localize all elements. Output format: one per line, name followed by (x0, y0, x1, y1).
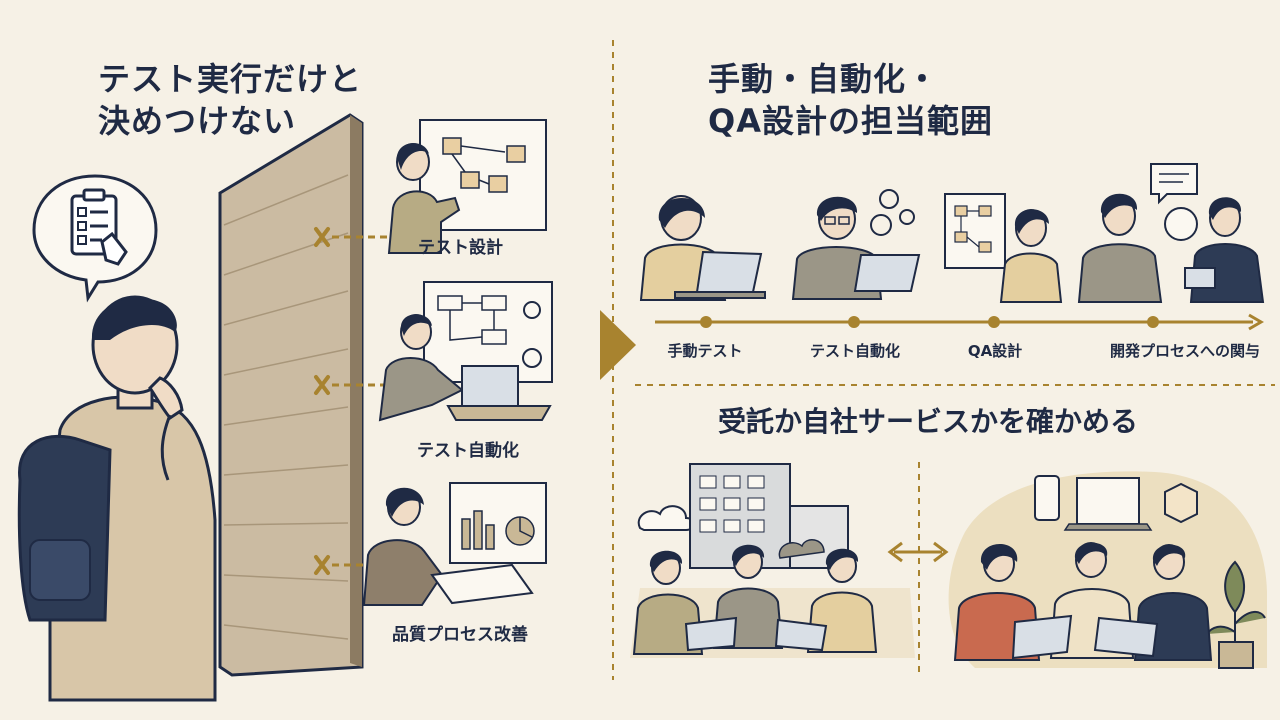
quality-improvement-illustration (362, 482, 547, 606)
manual-test-illustration (639, 195, 766, 301)
timeline-node (988, 316, 1000, 328)
role-label-quality-process: 品質プロセス改善 (392, 625, 528, 645)
horizontal-divider (635, 384, 1275, 386)
left-title: テスト実行だけと 決めつけない (98, 58, 362, 142)
test-automation-illustration (378, 281, 553, 422)
right-top-title-line1: 手動・自動化・ (708, 60, 940, 98)
compare-arrow-icon (887, 541, 949, 563)
left-title-line1: テスト実行だけと (98, 60, 363, 98)
play-arrow-icon (600, 310, 636, 380)
clipboard-bubble-icon (32, 174, 158, 303)
brick-wall-illustration (218, 113, 364, 677)
role-label-test-design: テスト設計 (418, 238, 503, 258)
timeline-line (655, 313, 1264, 331)
connector-lines (314, 227, 402, 575)
left-title-line2: 決めつけない (98, 102, 297, 140)
timeline-node (1147, 316, 1159, 328)
timeline-label-test-automation: テスト自動化 (809, 342, 901, 360)
timeline-node (700, 316, 712, 328)
test-design-illustration (387, 119, 547, 254)
right-bottom-title: 受託か自社サービスかを確かめる (718, 405, 1139, 438)
role-label-test-automation: テスト自動化 (417, 441, 519, 461)
timeline-label-qa-design: QA設計 (967, 342, 1023, 360)
qa-design-illustration (944, 193, 1063, 303)
timeline-label-dev-process: 開発プロセスへの関与 (1109, 342, 1261, 360)
contract-company-illustration (630, 463, 915, 658)
bottom-vertical-divider (918, 462, 920, 672)
right-top-title: 手動・自動化・ QA設計の担当範囲 (708, 58, 993, 142)
person-with-backpack-illustration (17, 295, 217, 702)
right-top-title-line2: QA設計の担当範囲 (708, 102, 993, 140)
timeline-label-manual-test: 手動テスト (667, 342, 743, 360)
in-house-service-illustration (948, 471, 1267, 669)
vertical-divider (612, 40, 614, 680)
automation-engineer-illustration (791, 189, 921, 300)
dev-process-illustration (1077, 163, 1265, 303)
timeline-node (848, 316, 860, 328)
